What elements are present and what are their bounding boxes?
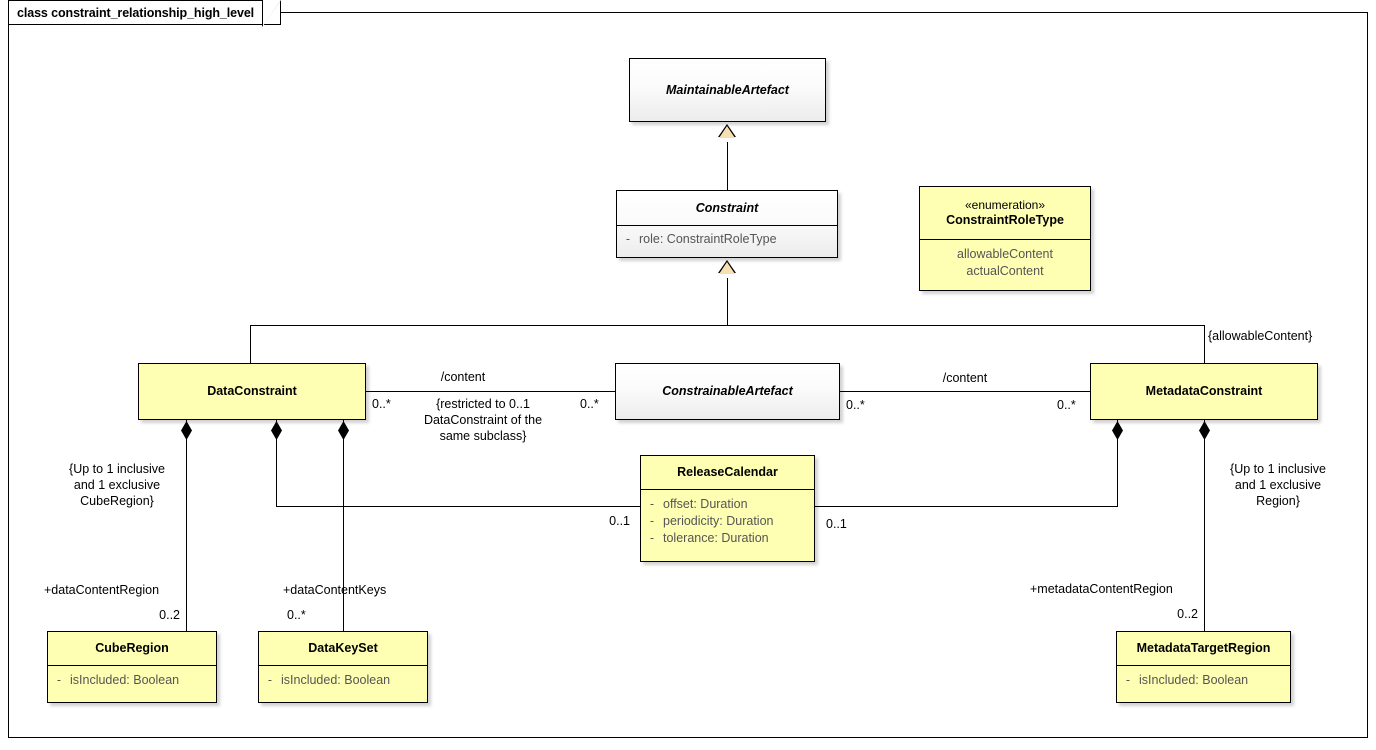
class-data-key-set[interactable]: DataKeySet - isIncluded: Boolean (258, 631, 428, 703)
class-name-metadata-target-region: MetadataTargetRegion (1117, 632, 1290, 665)
attribute-visibility: - (1125, 673, 1131, 687)
label-role-data-content-region: +dataContentRegion (44, 583, 160, 597)
attribute-row: - role: ConstraintRoleType (617, 231, 837, 248)
attribute-row: - periodicity: Duration (641, 513, 814, 530)
generalization-stem-constraint (727, 278, 728, 325)
class-constraint-role-type[interactable]: «enumeration» ConstraintRoleType allowab… (919, 186, 1091, 291)
composition-diamond-datakeyset (338, 421, 349, 440)
class-name-data-constraint: DataConstraint (139, 364, 365, 419)
composition-diamond-releasecalendar-left (271, 421, 282, 440)
label-content-left: /content (440, 370, 486, 384)
composition-line-metadatatargetregion (1204, 420, 1205, 631)
diagram-title: class constraint_relationship_high_level (17, 5, 255, 20)
class-name-release-calendar: ReleaseCalendar (641, 456, 814, 489)
association-line-constrainable-metadataconstraint (840, 391, 1090, 392)
attribute-visibility: - (649, 497, 655, 511)
note-region-constraint: {Up to 1 inclusive and 1 exclusive Regio… (1230, 462, 1326, 508)
composition-line-datakeyset (343, 420, 344, 632)
composition-line-releasecalendar-left-vertical (276, 420, 277, 507)
attribute-text: isIncluded: Boolean (70, 673, 180, 687)
diagram-frame (8, 12, 1368, 738)
enum-value: allowableContent (957, 247, 1053, 261)
label-mult-dataconstraint-right: 0..* (372, 397, 391, 411)
class-metadata-constraint[interactable]: MetadataConstraint (1090, 363, 1318, 420)
generalization-branch-to-metadataconstraint (1204, 325, 1205, 363)
note-cuberegion-constraint: {Up to 1 inclusive and 1 exclusive CubeR… (69, 462, 165, 508)
class-name-cube-region: CubeRegion (48, 632, 216, 665)
class-data-constraint[interactable]: DataConstraint (138, 363, 366, 420)
class-cube-region[interactable]: CubeRegion - isIncluded: Boolean (47, 631, 217, 703)
note-restricted-subclass: {restricted to 0..1 DataConstraint of th… (423, 397, 543, 443)
generalization-arrow-2 (719, 262, 735, 274)
class-attributes-constraint: - role: ConstraintRoleType (617, 225, 837, 252)
attribute-text: offset: Duration (663, 497, 748, 511)
attribute-visibility: - (267, 673, 273, 687)
label-mult-constrainable-right: 0..* (846, 398, 865, 412)
attribute-text: isIncluded: Boolean (1139, 673, 1249, 687)
composition-diamond-cuberegion (181, 421, 192, 440)
label-mult-data-content-region: 0..2 (159, 608, 180, 622)
class-name-constraint-role-type: ConstraintRoleType (946, 212, 1064, 227)
enum-values-constraint-role-type: allowableContent actualContent (920, 239, 1090, 284)
composition-line-releasecalendar-right-horizontal (815, 506, 1118, 507)
composition-line-releasecalendar-left-horizontal (276, 506, 640, 507)
attribute-visibility: - (649, 531, 655, 545)
association-line-dataconstraint-constrainable (366, 391, 615, 392)
attribute-row: - tolerance: Duration (641, 530, 814, 547)
composition-line-cuberegion (186, 420, 187, 632)
class-name-constrainable-artefact: ConstrainableArtefact (662, 384, 793, 399)
attribute-visibility: - (56, 673, 62, 687)
class-name-data-key-set: DataKeySet (259, 632, 427, 665)
class-name-metadata-constraint: MetadataConstraint (1091, 364, 1317, 419)
class-constraint[interactable]: Constraint - role: ConstraintRoleType (616, 190, 838, 258)
composition-line-releasecalendar-right-vertical (1117, 420, 1118, 507)
class-attributes-cube-region: - isIncluded: Boolean (48, 665, 216, 693)
label-mult-data-content-keys: 0..* (287, 608, 306, 622)
class-name-maintainable-artefact: MaintainableArtefact (666, 82, 789, 97)
class-stereotype-constraint-role-type: «enumeration» (964, 197, 1046, 212)
label-mult-metadataconstraint-left: 0..* (1057, 398, 1076, 412)
class-header-constraint-role-type: «enumeration» ConstraintRoleType (920, 187, 1090, 239)
diagram-title-tab: class constraint_relationship_high_level (8, 0, 282, 27)
label-mult-metadata-content-region: 0..2 (1177, 607, 1198, 621)
composition-diamond-metadatatargetregion (1199, 421, 1210, 440)
class-metadata-target-region[interactable]: MetadataTargetRegion - isIncluded: Boole… (1116, 631, 1291, 703)
class-name-constraint: Constraint (695, 200, 759, 215)
label-mult-releasecalendar-right: 0..1 (826, 517, 847, 531)
label-mult-constrainable-left: 0..* (580, 397, 599, 411)
class-attributes-data-key-set: - isIncluded: Boolean (259, 665, 427, 693)
label-role-data-content-keys: +dataContentKeys (283, 583, 387, 597)
attribute-visibility: - (625, 232, 631, 246)
class-constrainable-artefact[interactable]: ConstrainableArtefact (615, 363, 840, 420)
attribute-row: - isIncluded: Boolean (259, 672, 427, 689)
generalization-arrow-1 (719, 126, 735, 138)
label-role-metadata-content-region: +metadataContentRegion (1030, 582, 1173, 596)
class-release-calendar[interactable]: ReleaseCalendar - offset: Duration - per… (640, 455, 815, 562)
class-attributes-release-calendar: - offset: Duration - periodicity: Durati… (641, 489, 814, 551)
attribute-text: tolerance: Duration (663, 531, 769, 545)
class-maintainable-artefact[interactable]: MaintainableArtefact (629, 58, 826, 122)
attribute-row: - isIncluded: Boolean (48, 672, 216, 689)
generalization-branch-to-dataconstraint (250, 325, 251, 363)
generalization-line-constraint-to-maintainable (727, 142, 728, 190)
label-content-right: /content (942, 371, 988, 385)
generalization-branch-horizontal (250, 325, 1205, 326)
attribute-text: role: ConstraintRoleType (639, 232, 777, 246)
attribute-text: periodicity: Duration (663, 514, 774, 528)
attribute-row: - isIncluded: Boolean (1117, 672, 1290, 689)
enum-value: actualContent (966, 264, 1044, 278)
attribute-visibility: - (649, 514, 655, 528)
class-attributes-metadata-target-region: - isIncluded: Boolean (1117, 665, 1290, 693)
attribute-text: isIncluded: Boolean (281, 673, 391, 687)
composition-diamond-releasecalendar-right (1112, 421, 1123, 440)
label-mult-releasecalendar-left: 0..1 (609, 514, 630, 528)
attribute-row: - offset: Duration (641, 496, 814, 513)
label-allowable-content: {allowableContent} (1208, 329, 1313, 343)
